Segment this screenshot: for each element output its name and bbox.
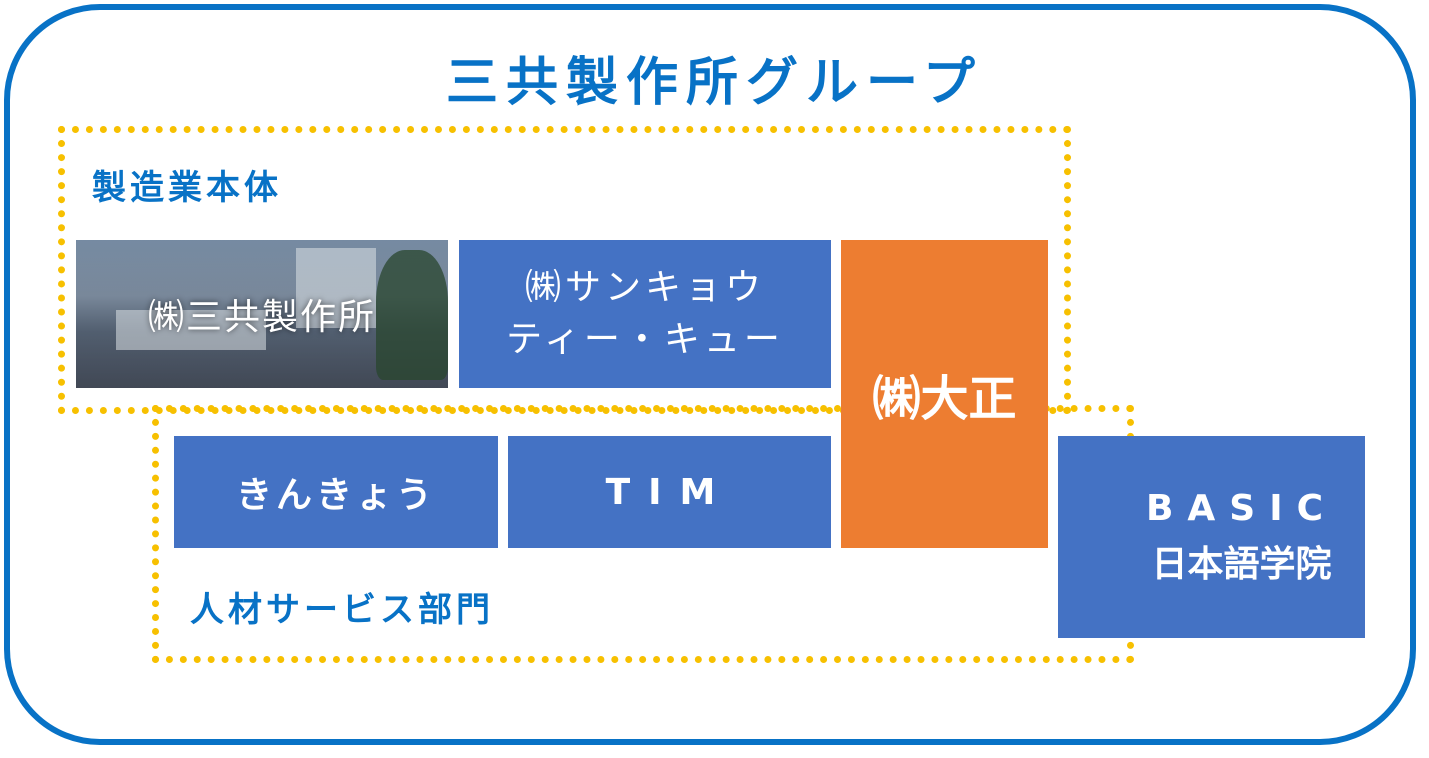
company-sankyo-tq: ㈱サンキョウ ティー・キュー: [459, 240, 831, 388]
photo-tree: [376, 250, 448, 380]
page-title: 三共製作所グループ: [446, 53, 983, 113]
manufacturing-section-label: 製造業本体: [92, 168, 282, 208]
company-taisho: ㈱大正: [841, 240, 1048, 548]
company-kinkyo: きんきょう: [174, 436, 498, 548]
company-label: TIM: [605, 471, 734, 513]
company-label: ㈱三共製作所: [147, 297, 376, 338]
company-label-line1: BASIC: [1145, 488, 1338, 530]
company-label-line2: 日本語学院: [1151, 544, 1332, 585]
photo-building: [116, 310, 266, 350]
company-label: ㈱大正: [872, 371, 1017, 427]
hr-section-label: 人材サービス部門: [190, 590, 494, 630]
company-label: きんきょう: [235, 475, 436, 516]
company-label-line2: ティー・キュー: [506, 319, 784, 360]
company-label-line1: ㈱サンキョウ: [524, 266, 765, 308]
company-sankyo-seisakusho: ㈱三共製作所: [76, 240, 448, 388]
company-basic-japanese-school: BASIC 日本語学院: [1058, 436, 1365, 638]
company-tim: TIM: [508, 436, 831, 548]
photo-building: [296, 248, 376, 328]
